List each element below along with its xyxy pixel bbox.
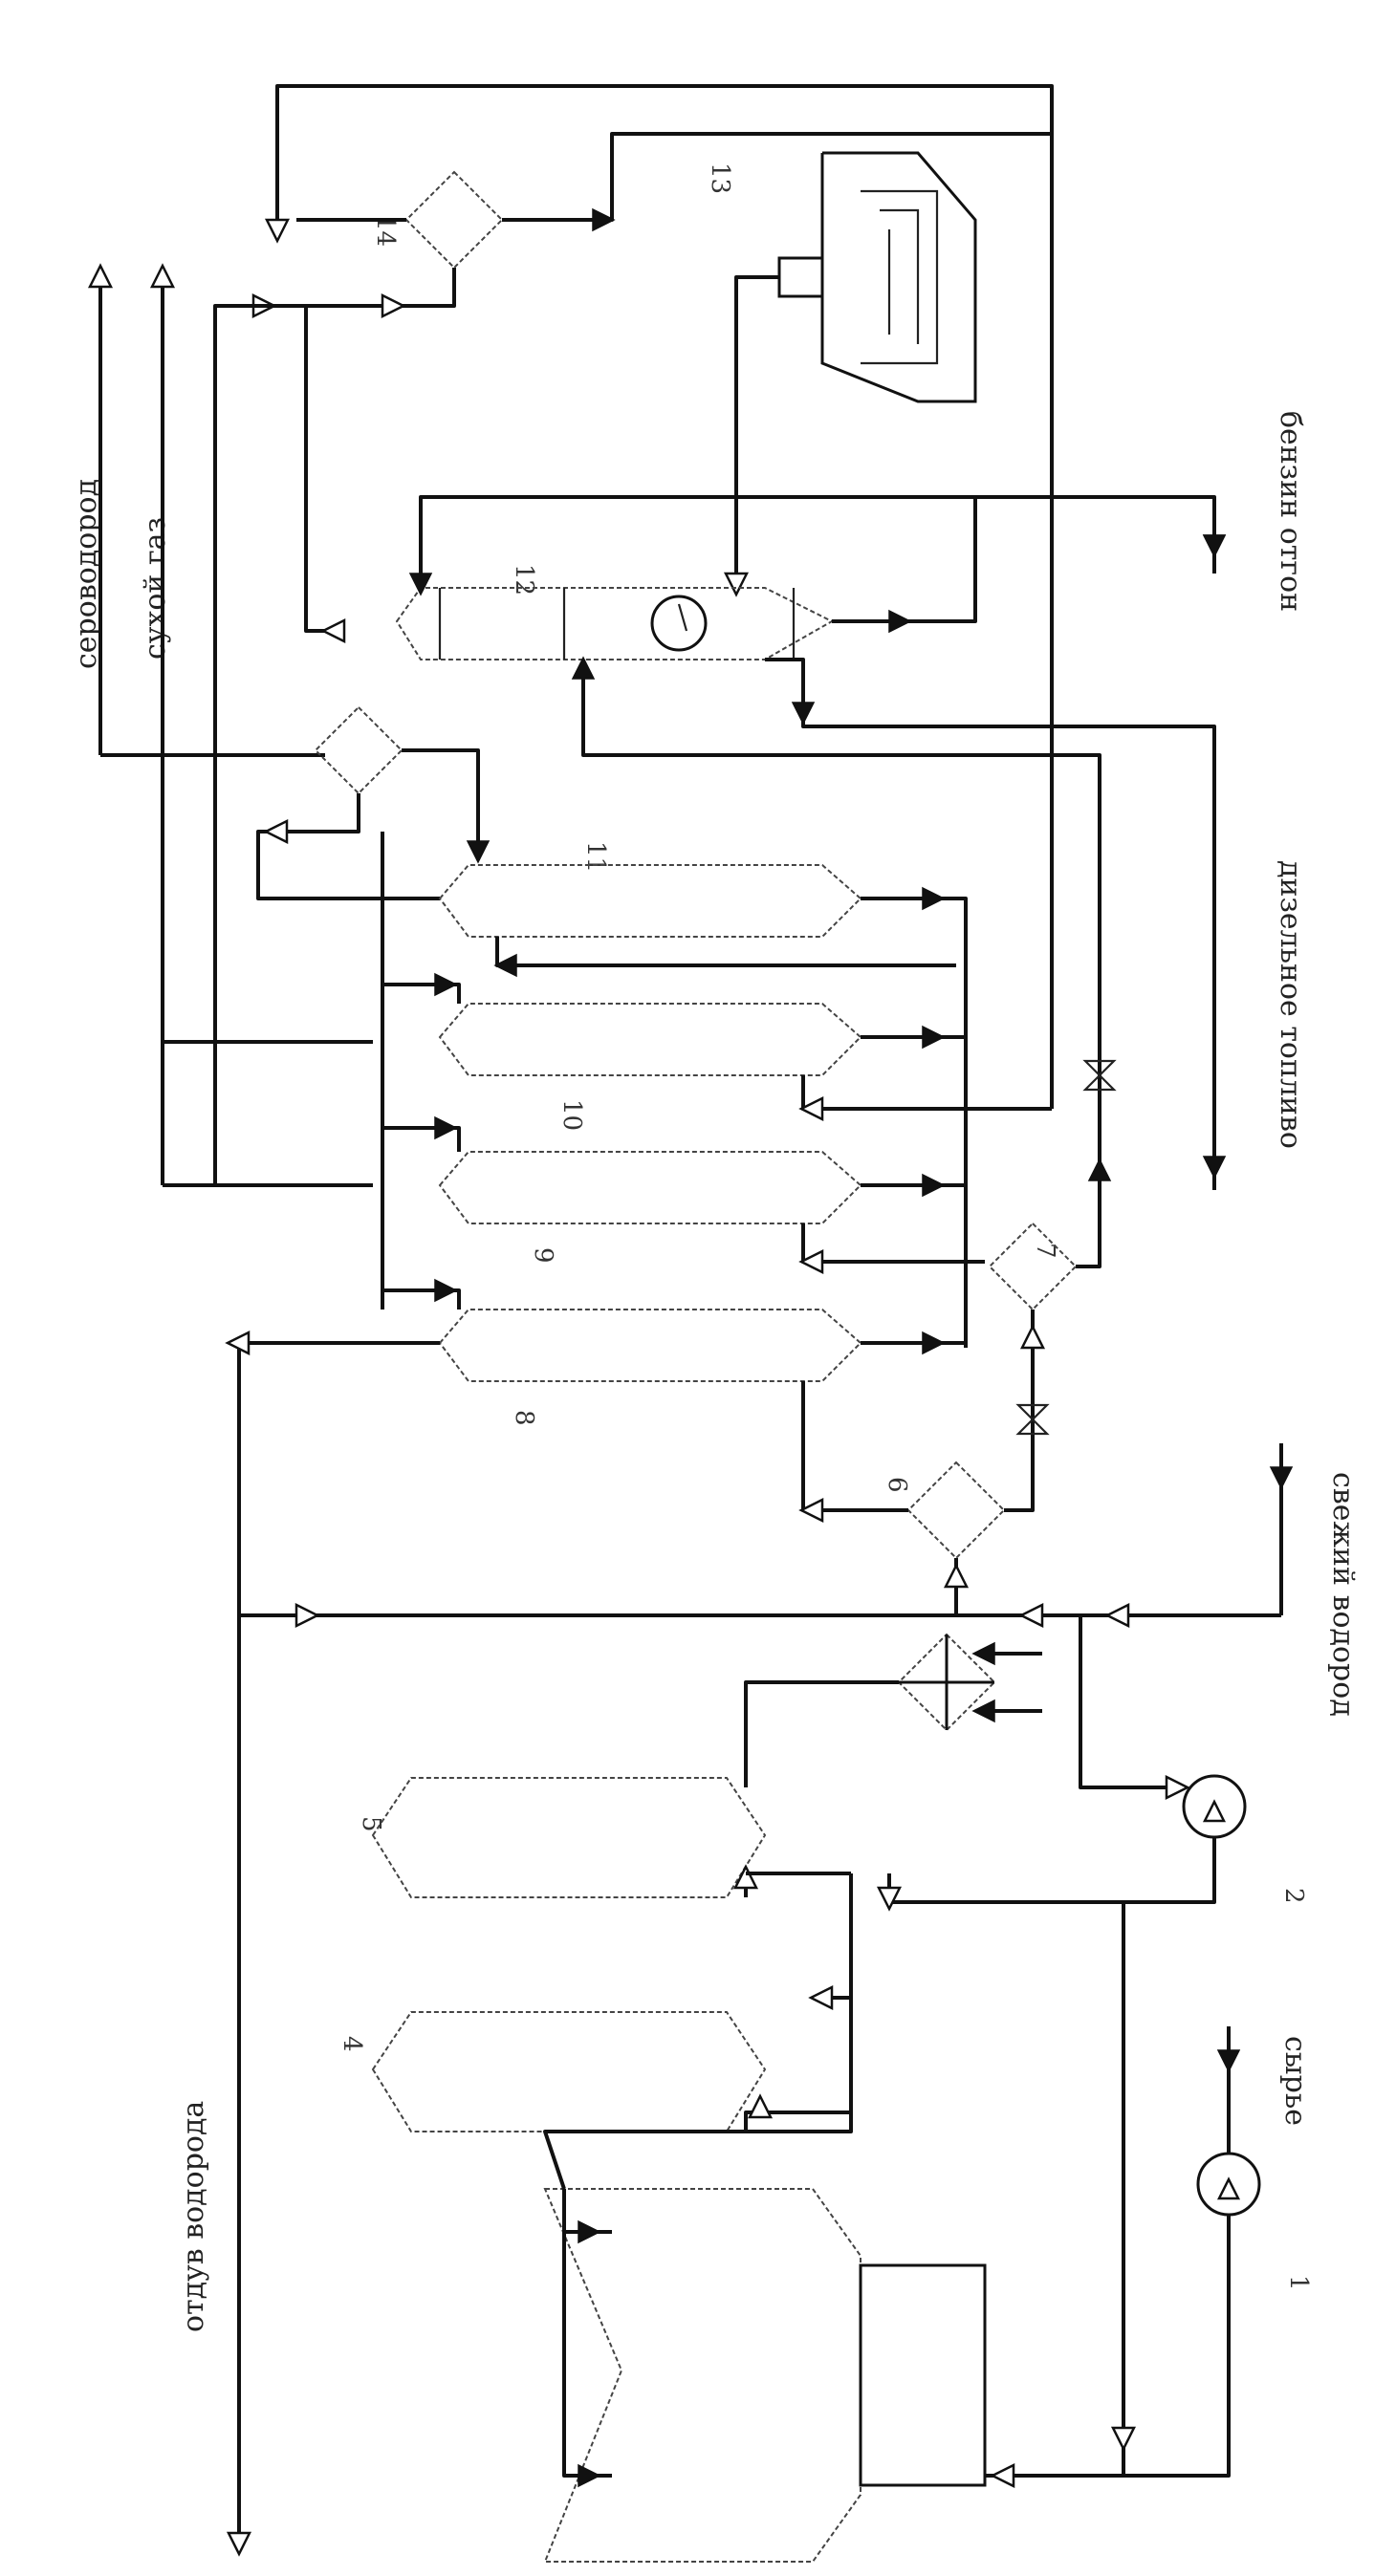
reactor-10 <box>438 1003 862 1076</box>
hydrogen-sulfide-line <box>88 264 325 757</box>
furnace-bottom <box>543 2188 987 2563</box>
equipment-number-10: 10 <box>557 1099 586 1131</box>
reactor-9 <box>438 1151 862 1224</box>
equipment-number-4: 4 <box>338 2036 366 2052</box>
equipment-number-6: 6 <box>883 1477 911 1493</box>
equipment-number-8: 8 <box>510 1410 538 1426</box>
equipment-number-13: 13 <box>706 162 734 194</box>
valve-6 <box>1015 1403 1050 1436</box>
hydrogen-purge-line <box>237 1341 277 2533</box>
heat-exchanger <box>897 1633 996 1732</box>
furnace-13 <box>777 151 977 403</box>
label-gasoline: бензин отгон <box>1274 411 1307 612</box>
separator-11-top <box>314 705 403 795</box>
reactor-11 <box>438 864 862 938</box>
equipment-number-5: 5 <box>357 1816 385 1832</box>
equipment-number-7: 7 <box>1031 1243 1059 1259</box>
equipment-number-9: 9 <box>529 1247 557 1264</box>
pump-2 <box>1182 1774 1247 1839</box>
equipment-number-12: 12 <box>510 564 538 595</box>
separator-7 <box>988 1222 1078 1311</box>
third-gas-line <box>213 293 276 1185</box>
label-hydrogen-purge: отдув водорода <box>177 2101 210 2332</box>
vessel-5 <box>371 1777 767 1898</box>
equipment-number-1: 1 <box>1284 2275 1313 2291</box>
label-diesel: дизельное топливо <box>1274 860 1307 1149</box>
equipment-number-11: 11 <box>581 841 610 873</box>
separator-14 <box>404 170 504 270</box>
vessel-4 <box>371 2011 767 2132</box>
label-feed: сырье <box>1278 2036 1312 2126</box>
valve-7 <box>1082 1059 1117 1092</box>
reactor-8 <box>438 1309 862 1382</box>
pump-1 <box>1196 2152 1261 2217</box>
dry-gas-line <box>150 264 175 1185</box>
label-dry-gas: сухой газ <box>139 517 172 660</box>
separator-6 <box>906 1461 1006 1560</box>
column-12 <box>395 587 835 660</box>
equipment-number-2: 2 <box>1279 1888 1308 1904</box>
label-hydrogen-sulfide: сероводород <box>70 479 103 669</box>
label-fresh-hydrogen: свежий водород <box>1326 1472 1360 1717</box>
